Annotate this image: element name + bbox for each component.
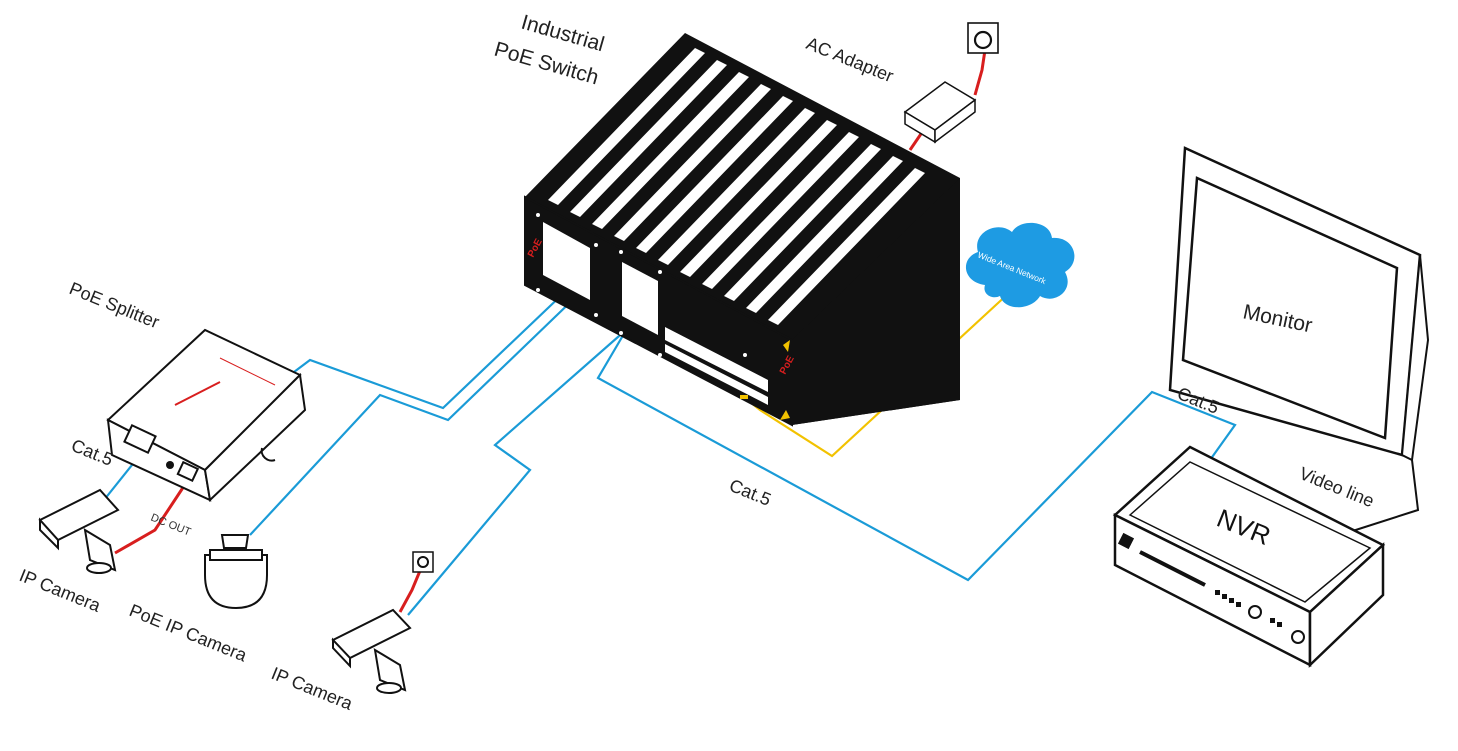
power-outlet-icon: [967, 22, 999, 54]
poe-splitter-label: PoE Splitter: [67, 278, 163, 332]
ethernet-switch-camera-bottom: [407, 321, 636, 616]
ethernet-switch-splitter: [289, 267, 591, 410]
power-outlet-icon-bottom: [412, 551, 434, 573]
ip-camera-icon: [331, 608, 412, 694]
ethernet-switch-nvr: [596, 331, 1237, 582]
cat5-middle-label: Cat.5: [727, 475, 774, 510]
ac-adapter-label: AC Adapter: [804, 33, 897, 86]
dc-cable-splitter-camera: [114, 479, 190, 555]
dome-camera-icon: [204, 534, 268, 610]
poe-ip-camera-label: PoE IP Camera: [127, 600, 251, 666]
video-line-label: Video line: [1297, 463, 1377, 511]
ip-camera-bottom-label: IP Camera: [269, 663, 357, 714]
cat5-splitter-label: Cat.5: [69, 435, 116, 470]
dc-out-label: DC OUT: [149, 512, 193, 539]
nvr-icon: NVR: [1112, 445, 1386, 668]
ip-camera-icon: [38, 488, 120, 574]
ac-adapter-icon: [903, 81, 977, 144]
switch-icon: PoE PoE: [524, 33, 960, 427]
power-cable-outlet-camera: [398, 565, 424, 613]
ethernet-switch-dome: [249, 289, 584, 536]
power-cable-outlet-adapter: [973, 49, 987, 96]
cloud-icon: Wide Area Network: [965, 222, 1075, 308]
poe-splitter-icon: [106, 328, 307, 503]
monitor-icon: Monitor: [1168, 146, 1430, 536]
